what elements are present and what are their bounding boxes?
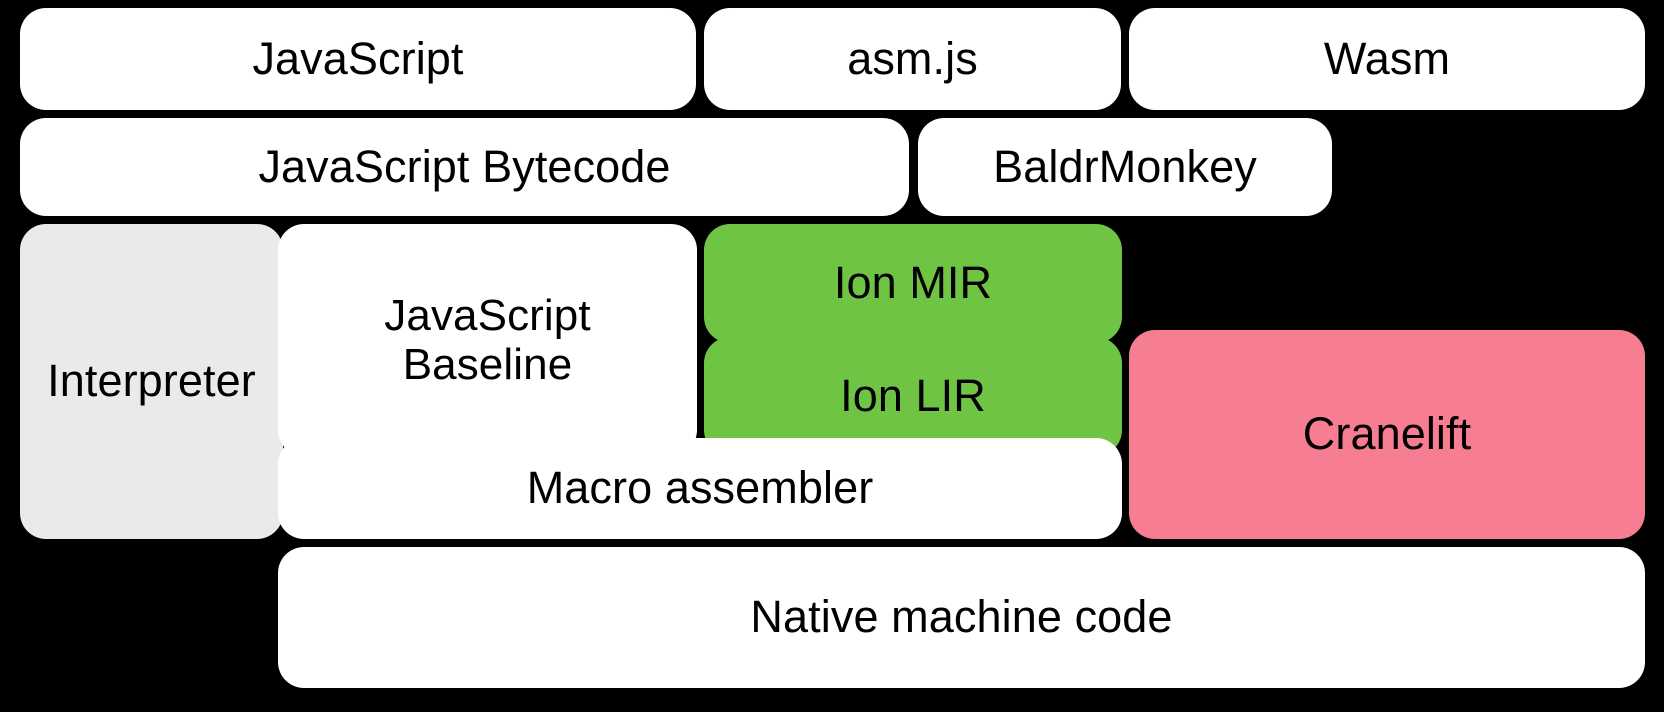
node-wasm[interactable]: Wasm: [1129, 8, 1645, 110]
node-ion-lir[interactable]: Ion LIR: [704, 337, 1122, 456]
node-javascript-baseline[interactable]: JavaScript Baseline: [278, 224, 697, 456]
node-ion-mir[interactable]: Ion MIR: [704, 224, 1122, 343]
node-javascript-bytecode[interactable]: JavaScript Bytecode: [20, 118, 909, 216]
node-macro-assembler[interactable]: Macro assembler: [278, 438, 1122, 539]
node-baldrmonkey[interactable]: BaldrMonkey: [918, 118, 1332, 216]
node-native-machine-code[interactable]: Native machine code: [278, 547, 1645, 688]
node-javascript[interactable]: JavaScript: [20, 8, 696, 110]
node-interpreter[interactable]: Interpreter: [20, 224, 283, 539]
node-asm-js[interactable]: asm.js: [704, 8, 1121, 110]
node-cranelift[interactable]: Cranelift: [1129, 330, 1645, 539]
